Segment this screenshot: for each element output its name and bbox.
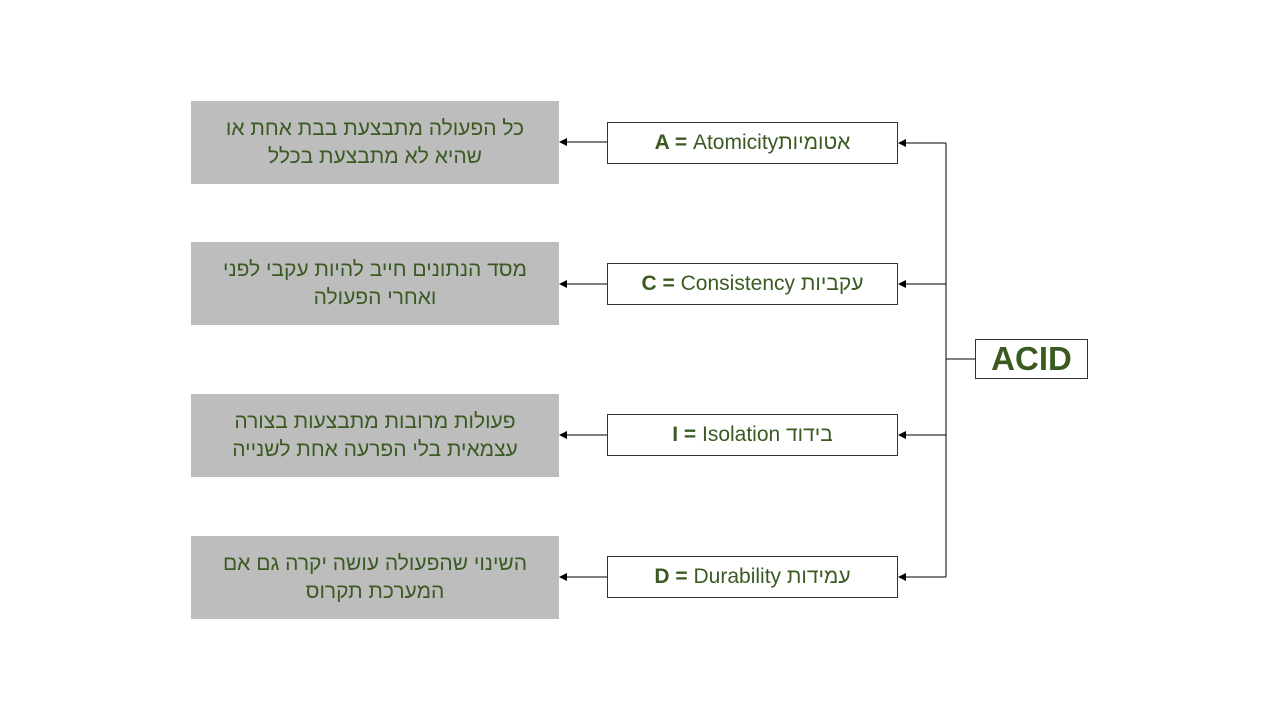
term-english: Consistency	[680, 272, 796, 295]
term-hebrew: אטומיות	[778, 131, 851, 154]
term-letter: C =	[641, 272, 675, 295]
acid-root-node: ACID	[975, 339, 1088, 379]
description-consistency: מסד הנתונים חייב להיות עקבי לפני ואחרי ה…	[191, 242, 559, 325]
description-atomicity: כל הפעולה מתבצעת בבת אחת או שהיא לא מתבצ…	[191, 101, 559, 184]
description-isolation: פעולות מרובות מתבצעות בצורה עצמאית בלי ה…	[191, 394, 559, 477]
term-hebrew: עקביות	[800, 272, 864, 295]
term-english: Atomicity	[692, 131, 779, 154]
term-durability: D = Durability עמידות	[607, 556, 898, 598]
term-hebrew: בידוד	[786, 423, 833, 446]
description-text: פעולות מרובות מתבצעות בצורה עצמאית בלי ה…	[232, 409, 518, 461]
term-consistency: C = Consistency עקביות	[607, 263, 898, 305]
term-letter: I =	[672, 423, 697, 446]
term-isolation: I = Isolation בידוד	[607, 414, 898, 456]
term-english: Isolation	[701, 423, 781, 446]
description-text: מסד הנתונים חייב להיות עקבי לפני ואחרי ה…	[223, 257, 527, 309]
description-text: כל הפעולה מתבצעת בבת אחת או שהיא לא מתבצ…	[225, 116, 525, 168]
description-durability: השינוי שהפעולה עושה יקרה גם אם המערכת תק…	[191, 536, 559, 619]
description-text: השינוי שהפעולה עושה יקרה גם אם המערכת תק…	[222, 551, 528, 603]
term-letter: A =	[654, 131, 688, 154]
term-letter: D =	[654, 565, 688, 588]
acid-root-label: ACID	[991, 340, 1072, 377]
term-english: Durability	[693, 565, 782, 588]
term-hebrew: עמידות	[786, 565, 851, 588]
